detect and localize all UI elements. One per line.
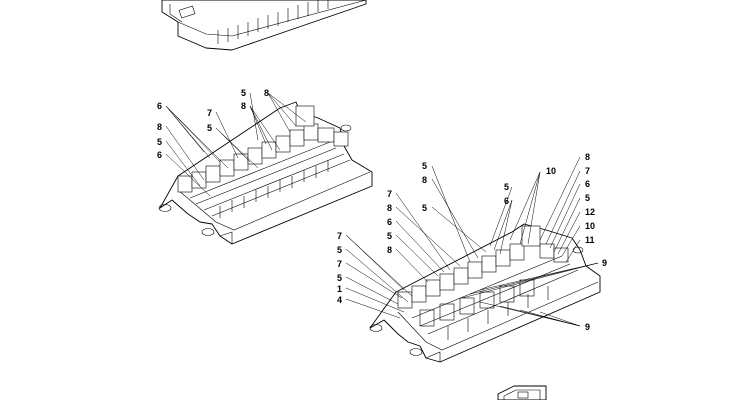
- callout-label: 10: [585, 221, 595, 231]
- callout-label: 10: [546, 166, 556, 176]
- callout-label: 7: [207, 108, 212, 118]
- callout-label: 11: [585, 235, 595, 245]
- callout-label: 5: [422, 203, 427, 213]
- callout-label: 5: [387, 231, 392, 241]
- right-callouts: 5 8 5 7 8 6 5 8 7 5 7 5 1 4 10 5 6 8 7 6…: [337, 152, 607, 332]
- callout-label: 8: [264, 88, 269, 98]
- callout-label: 12: [585, 207, 595, 217]
- callout-label: 7: [585, 166, 590, 176]
- callout-label: 6: [157, 101, 162, 111]
- callout-label: 5: [585, 193, 590, 203]
- left-relay-box: [158, 101, 373, 245]
- callout-label: 5: [157, 137, 162, 147]
- callout-label: 7: [387, 189, 392, 199]
- callout-label: 7: [337, 231, 342, 241]
- right-leader-lines: [345, 156, 599, 327]
- callout-label: 8: [387, 245, 392, 255]
- callout-label: 6: [504, 196, 509, 206]
- callout-label: 9: [602, 258, 607, 268]
- left-leader-lines: [165, 92, 307, 197]
- callout-label: 5: [504, 182, 509, 192]
- callout-label: 9: [585, 322, 590, 332]
- callout-label: 8: [585, 152, 590, 162]
- callout-label: 8: [422, 175, 427, 185]
- left-callouts: 6 8 5 6 7 5 5 8 8: [157, 88, 269, 160]
- callout-label: 5: [337, 245, 342, 255]
- callout-label: 5: [241, 88, 246, 98]
- callout-label: 6: [585, 179, 590, 189]
- callout-label: 5: [337, 273, 342, 283]
- callout-label: 6: [157, 150, 162, 160]
- callout-label: 1: [337, 284, 342, 294]
- callout-label: 8: [241, 101, 246, 111]
- callout-label: 8: [387, 203, 392, 213]
- callout-label: 8: [157, 122, 162, 132]
- bottom-connector-part: [497, 385, 547, 400]
- callout-label: 5: [422, 161, 427, 171]
- callout-label: 4: [337, 295, 342, 305]
- right-relay-box: [369, 223, 601, 363]
- callout-label: 6: [387, 217, 392, 227]
- fuse-box-cover: [161, 0, 367, 51]
- callout-label: 7: [337, 259, 342, 269]
- callout-label: 5: [207, 123, 212, 133]
